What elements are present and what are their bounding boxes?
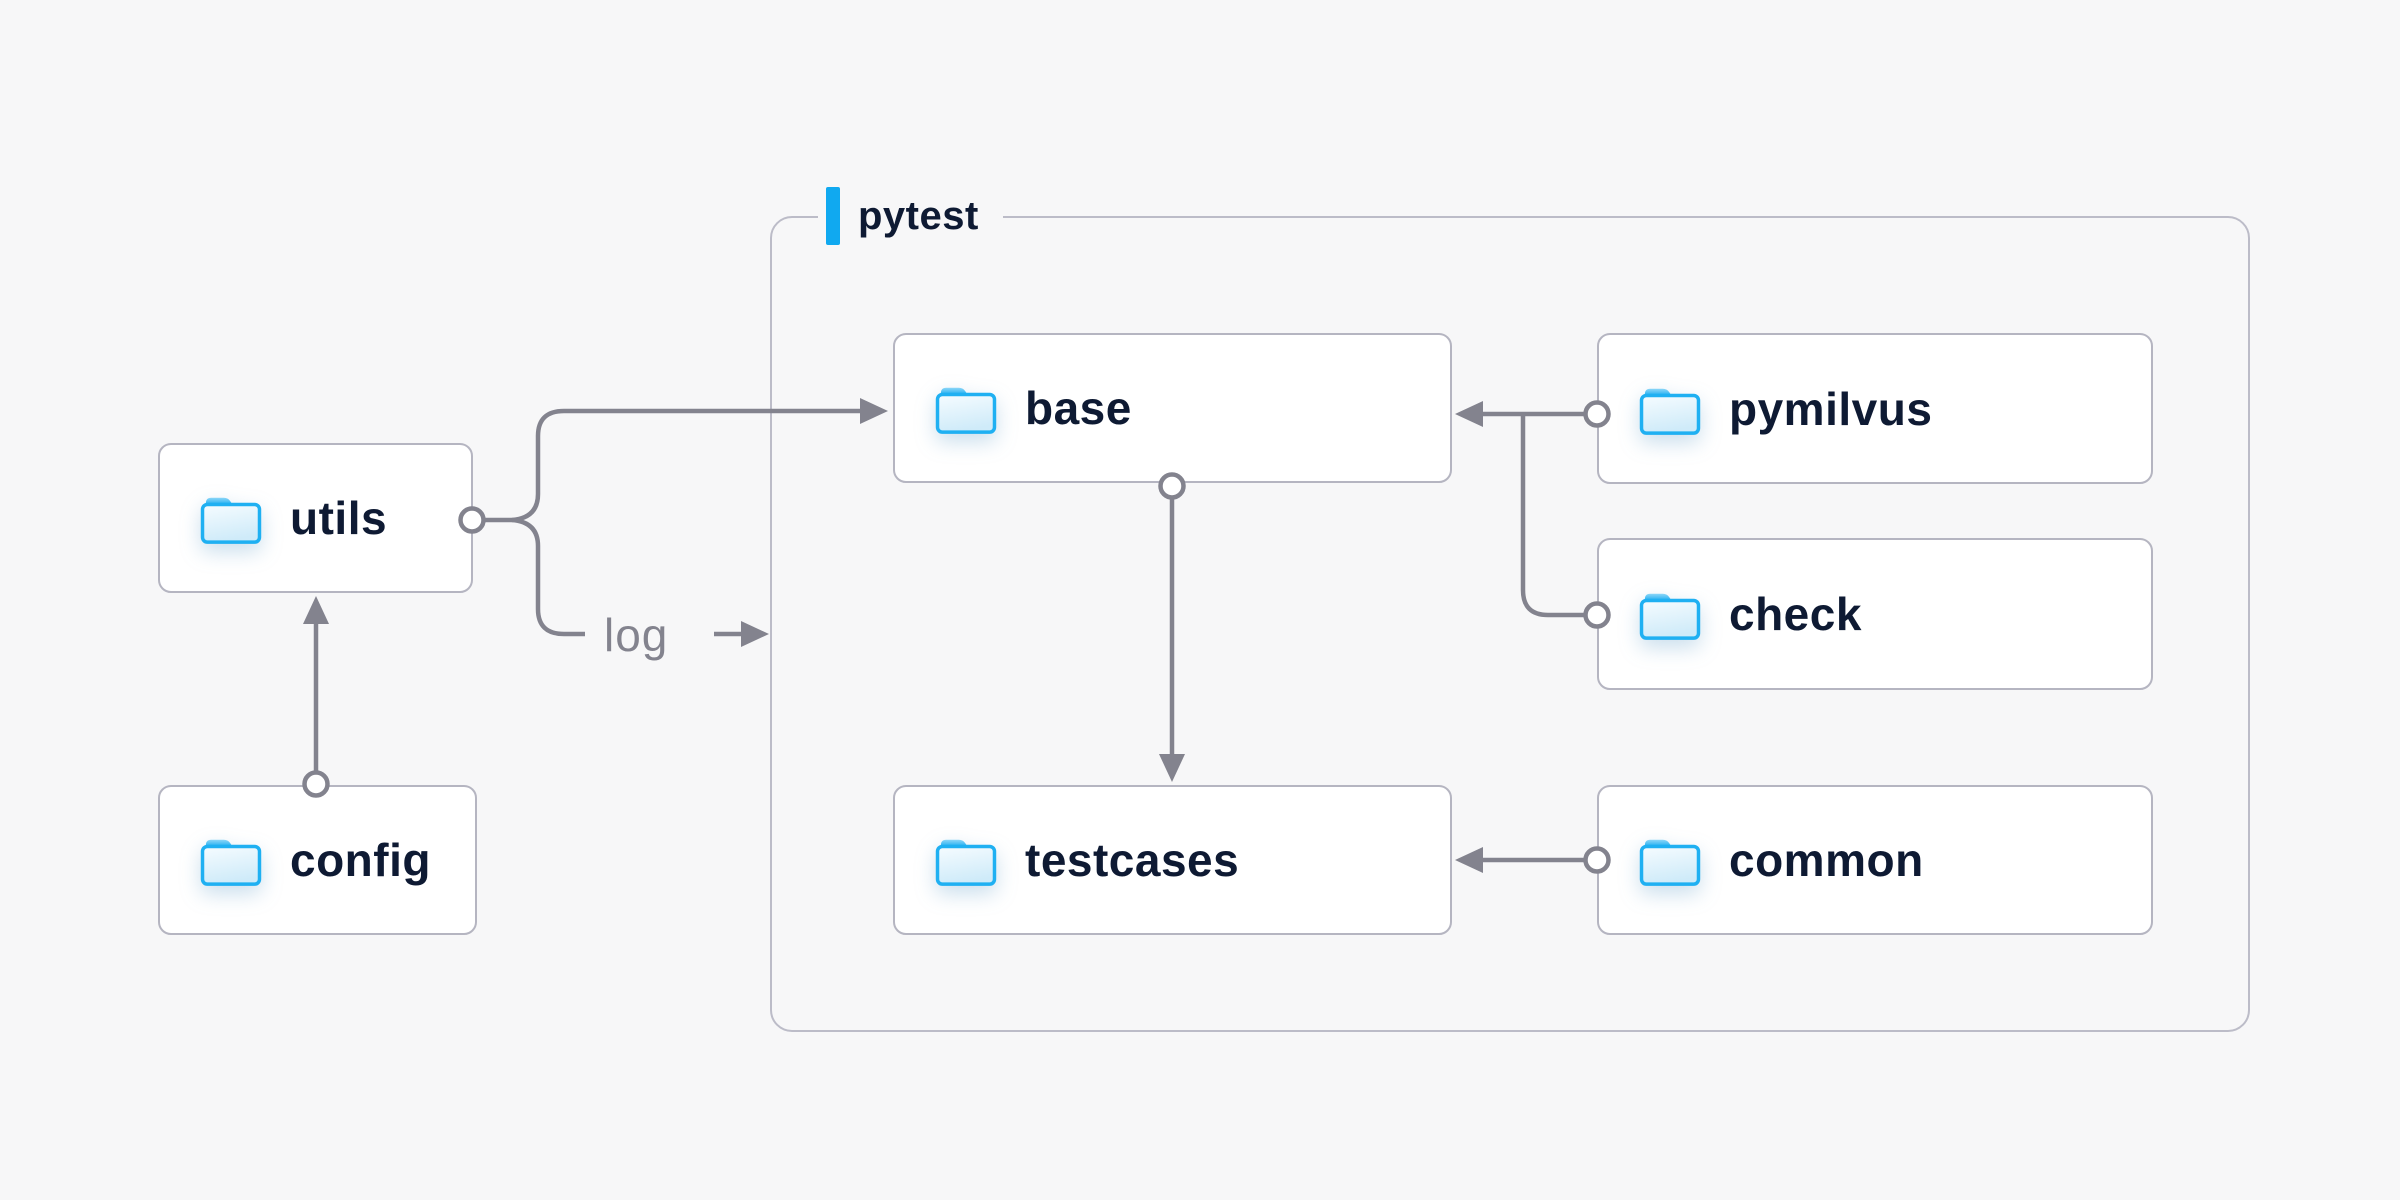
pytest-label-text: pytest: [858, 193, 979, 238]
node-label: base: [1025, 382, 1132, 434]
edge-label-log: log: [604, 609, 669, 661]
folder-icon: [198, 832, 264, 888]
folder-icon: [1637, 381, 1703, 437]
folder-icon: [1637, 832, 1703, 888]
node-config: config: [158, 785, 477, 935]
folder-icon: [933, 380, 999, 436]
edge-config-utils: [302, 596, 330, 798]
node-label: utils: [290, 492, 388, 544]
node-pymilvus: pymilvus: [1597, 333, 2153, 484]
node-label: common: [1729, 834, 1924, 886]
node-label: check: [1729, 588, 1862, 640]
node-testcases: testcases: [893, 785, 1452, 935]
pytest-container: [770, 216, 2250, 1032]
pytest-label: pytest: [818, 184, 1003, 248]
arrowhead-right: [741, 621, 769, 647]
node-label: testcases: [1025, 834, 1240, 886]
folder-icon: [198, 490, 264, 546]
folder-icon: [1637, 586, 1703, 642]
node-common: common: [1597, 785, 2153, 935]
node-check: check: [1597, 538, 2153, 690]
node-label: config: [290, 834, 431, 886]
node-base: base: [893, 333, 1452, 483]
arrowhead-up: [303, 596, 329, 624]
node-utils: utils: [158, 443, 473, 593]
folder-icon: [933, 832, 999, 888]
node-label: pymilvus: [1729, 382, 1933, 435]
pytest-accent-bar: [826, 187, 840, 245]
